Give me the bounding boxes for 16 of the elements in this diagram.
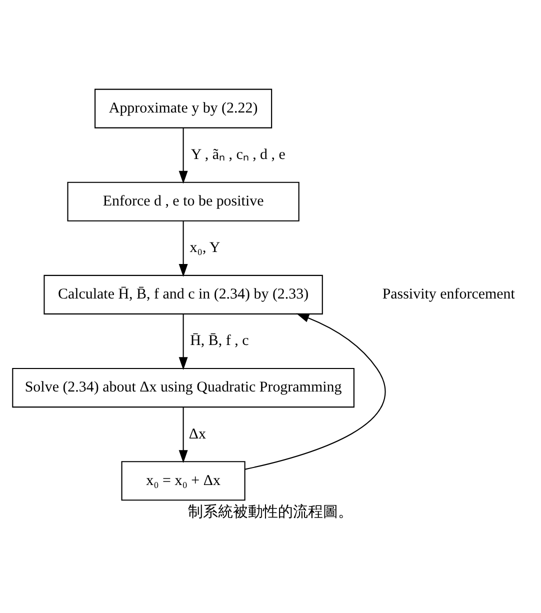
caption: 制系統被動性的流程圖。 — [188, 504, 353, 520]
node-box: Enforce d , e to be positive — [67, 181, 300, 221]
arrow — [178, 128, 188, 184]
node-box: x₀ = x₀ + Δx — [121, 460, 246, 500]
arrow — [178, 220, 188, 276]
edge-label: Y , ãₙ , cₙ , d , e — [190, 146, 286, 163]
edge-label: Δx — [188, 426, 206, 442]
edge-label: x₀, Y — [190, 240, 220, 256]
node-box: Calculate H̄, B̄, f and c in (2.34) by (2.33) — [44, 274, 323, 314]
label: Passivity enforcement — [382, 286, 515, 302]
arrow — [178, 406, 188, 463]
arrow — [178, 314, 188, 370]
edge-label: H̄, B̄, f , c — [190, 332, 249, 349]
node-box: Solve (2.34) about Δx using Quadratic Programming — [12, 367, 354, 408]
node-box: Approximate y by (2.22) — [94, 88, 272, 128]
arrow — [244, 312, 386, 470]
